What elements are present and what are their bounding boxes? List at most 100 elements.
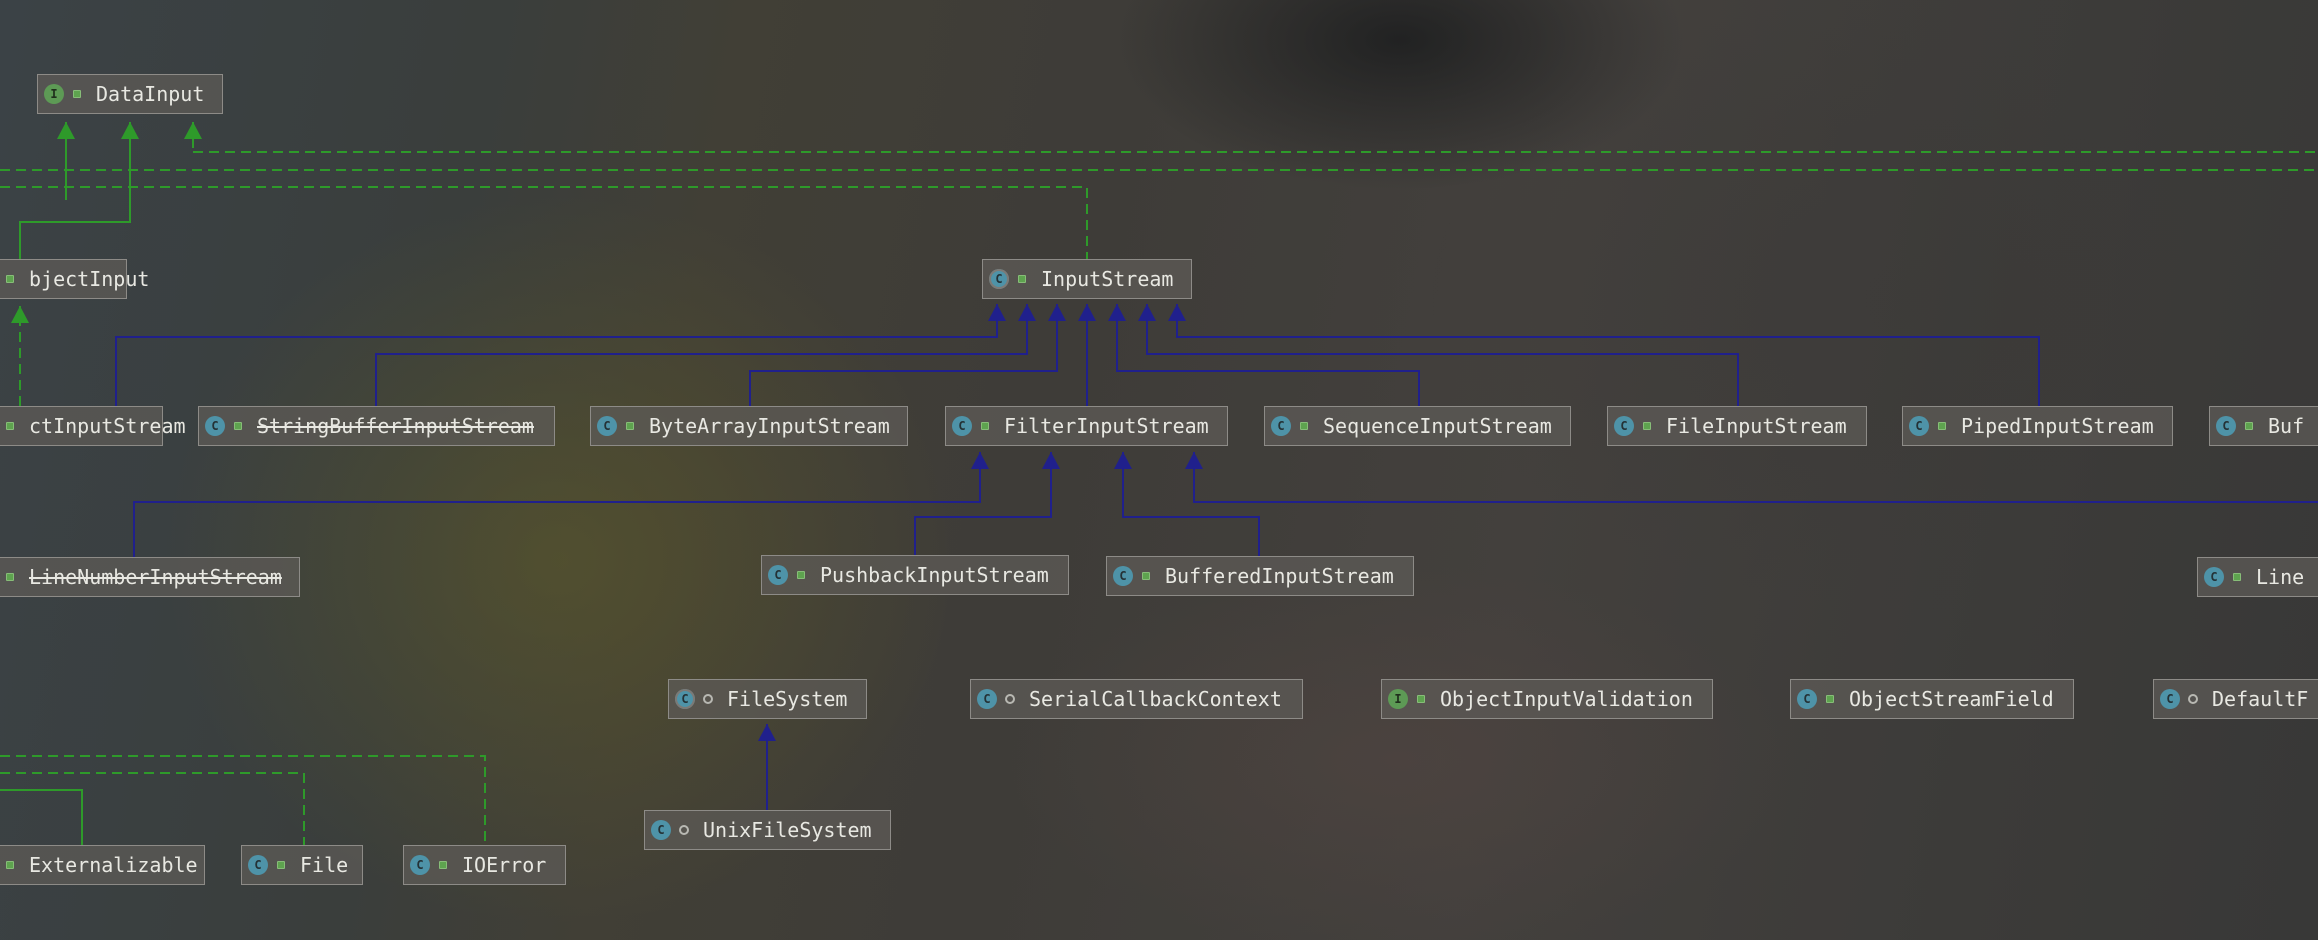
edge-line-number-extends	[133, 452, 981, 557]
edge-sequence-extends	[1116, 304, 1420, 406]
class-icon: C	[1271, 416, 1291, 436]
node-label: ObjectStreamField	[1849, 687, 2054, 711]
inheritance-arrow	[1114, 452, 1132, 469]
edge-input-stream-implements-dashed	[0, 186, 1088, 259]
inheritance-arrow	[988, 304, 1006, 321]
abstract-class-icon: C	[675, 689, 695, 709]
node-string-buffer-input-stream[interactable]: C StringBufferInputStream	[198, 406, 555, 446]
node-label: IOError	[462, 853, 547, 877]
node-label: bjectInput	[29, 267, 150, 291]
public-lock-icon	[978, 419, 992, 433]
node-object-input-stream[interactable]: CctInputStream	[0, 406, 186, 446]
inheritance-arrow	[1078, 304, 1096, 321]
public-lock-icon	[623, 419, 637, 433]
inheritance-arrow	[1108, 304, 1126, 321]
node-unix-file-system[interactable]: C UnixFileSystem	[644, 810, 891, 850]
class-icon: C	[2204, 567, 2224, 587]
package-private-icon	[701, 692, 715, 706]
implements-arrow	[11, 306, 29, 323]
public-lock-icon	[1640, 419, 1654, 433]
class-icon: C	[2216, 416, 2236, 436]
package-private-icon	[1003, 692, 1017, 706]
edge-externalizable-extends	[0, 789, 83, 845]
edge-buffered-extends	[1122, 452, 1260, 556]
node-label: FilterInputStream	[1004, 414, 1209, 438]
node-default-partial[interactable]: C DefaultF	[2153, 679, 2318, 719]
class-icon: C	[977, 689, 997, 709]
interface-icon: I	[1388, 689, 1408, 709]
inheritance-arrow	[1138, 304, 1156, 321]
node-ioerror[interactable]: C IOError	[403, 845, 566, 885]
class-icon: C	[768, 565, 788, 585]
node-label: SequenceInputStream	[1323, 414, 1552, 438]
public-lock-icon	[70, 87, 84, 101]
node-label: InputStream	[1041, 267, 1174, 291]
node-label: DataInput	[96, 82, 205, 106]
inheritance-arrow	[1018, 304, 1036, 321]
node-label: Externalizable	[29, 853, 198, 877]
class-icon: C	[651, 820, 671, 840]
public-lock-icon	[231, 419, 245, 433]
implements-arrow	[121, 122, 139, 139]
public-lock-icon	[3, 858, 17, 872]
class-icon: C	[248, 855, 268, 875]
node-label: StringBufferInputStream	[257, 414, 534, 438]
node-label: LineNumberInputStream	[29, 565, 282, 589]
node-label: PipedInputStream	[1961, 414, 2154, 438]
implements-arrow	[184, 122, 202, 139]
edge-partial-extends	[1193, 452, 2318, 503]
node-line-number-input-stream[interactable]: CLineNumberInputStream	[0, 557, 300, 597]
node-sequence-input-stream[interactable]: C SequenceInputStream	[1264, 406, 1571, 446]
node-pushback-input-stream[interactable]: C PushbackInputStream	[761, 555, 1069, 595]
public-lock-icon	[3, 419, 17, 433]
inheritance-arrow	[1168, 304, 1186, 321]
node-object-input[interactable]: IbjectInput	[0, 259, 149, 299]
node-label: File	[300, 853, 349, 877]
package-private-icon	[2186, 692, 2200, 706]
edge-file-implements	[0, 772, 305, 845]
public-lock-icon	[3, 272, 17, 286]
node-label: DefaultF	[2212, 687, 2309, 711]
interface-icon: I	[44, 84, 64, 104]
node-label: SerialCallbackContext	[1029, 687, 1282, 711]
public-lock-icon	[1297, 419, 1311, 433]
public-lock-icon	[1823, 692, 1837, 706]
node-label: PushbackInputStream	[820, 563, 1049, 587]
node-label: UnixFileSystem	[703, 818, 872, 842]
abstract-class-icon: C	[989, 269, 1009, 289]
class-icon: C	[597, 416, 617, 436]
node-input-stream[interactable]: C InputStream	[982, 259, 1192, 299]
public-lock-icon	[794, 568, 808, 582]
class-icon: C	[410, 855, 430, 875]
public-lock-icon	[1139, 569, 1153, 583]
node-file[interactable]: C File	[241, 845, 363, 885]
class-icon: C	[205, 416, 225, 436]
class-icon: C	[1614, 416, 1634, 436]
public-lock-icon	[1414, 692, 1428, 706]
public-lock-icon	[3, 570, 17, 584]
implements-arrow	[57, 122, 75, 139]
class-icon: C	[2160, 689, 2180, 709]
edge-file-input-stream-extends	[1146, 304, 1739, 406]
public-lock-icon	[436, 858, 450, 872]
edge-pushback-extends	[914, 452, 1052, 555]
node-serial-callback-context[interactable]: C SerialCallbackContext	[970, 679, 1303, 719]
node-label: ctInputStream	[29, 414, 186, 438]
public-lock-icon	[274, 858, 288, 872]
node-externalizable[interactable]: IExternalizable	[0, 845, 205, 885]
public-lock-icon	[1015, 272, 1029, 286]
node-data-input[interactable]: I DataInput	[37, 74, 223, 114]
edge-ioerror-implements	[0, 755, 486, 845]
